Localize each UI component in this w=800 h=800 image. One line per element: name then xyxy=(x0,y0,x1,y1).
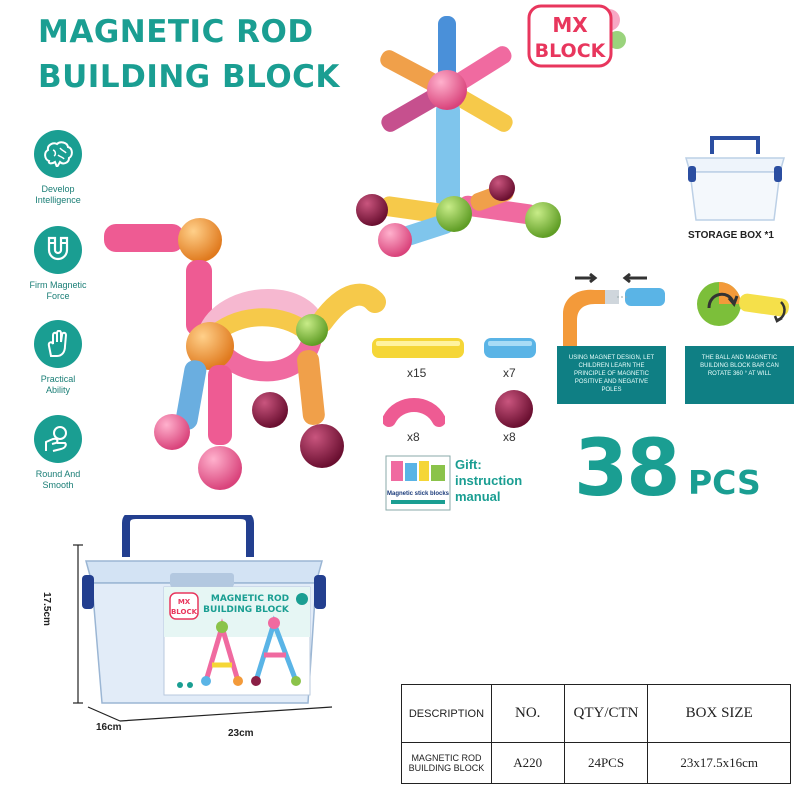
dimension-width: 23cm xyxy=(228,728,254,739)
header-box-size: BOX SIZE xyxy=(647,684,791,743)
blue-rod-qty: x7 xyxy=(503,366,516,380)
table-row: MAGNETIC ROD BUILDING BLOCK A220 24PCS 2… xyxy=(401,742,791,784)
feature-label-2a: Firm Magnetic xyxy=(29,280,87,290)
brand-line2: BLOCK xyxy=(535,40,607,62)
header-qty-ctn: QTY/CTN xyxy=(563,684,649,743)
rotation-illustration xyxy=(697,282,789,326)
rotation-diagram: THE BALL AND MAGNETIC BUILDING BLOCK BAR… xyxy=(685,268,794,404)
feature-label-1a: Develop xyxy=(41,184,75,194)
pink-curved-rod-qty: x8 xyxy=(407,430,420,444)
feature-label-3b: Ability xyxy=(45,385,70,395)
packaged-box-image: MX BLOCK MAGNETIC ROD BUILDING BLOCK xyxy=(73,515,333,722)
cell-qty-ctn: 24PCS xyxy=(563,742,649,784)
touch-hand-icon xyxy=(34,415,82,463)
manual-cover-text: Magnetic stick blocks xyxy=(387,491,450,497)
brand-logo: MX BLOCK xyxy=(527,4,626,68)
purple-ball-image xyxy=(495,390,533,428)
yellow-rod-image xyxy=(372,338,464,358)
rotation-caption: THE BALL AND MAGNETIC BUILDING BLOCK BAR… xyxy=(685,346,794,404)
brain-icon xyxy=(34,130,82,178)
instruction-manual-image: Magnetic stick blocks xyxy=(385,455,451,511)
gift-line1: Gift: xyxy=(455,457,482,472)
cell-description: MAGNETIC ROD BUILDING BLOCK xyxy=(401,742,492,784)
header-description: DESCRIPTION xyxy=(401,684,492,743)
feature-label-4a: Round And xyxy=(35,469,81,479)
storage-box-label: STORAGE BOX *1 xyxy=(688,230,774,241)
spec-table: DESCRIPTION NO. QTY/CTN BOX SIZE MAGNETI… xyxy=(401,684,791,784)
gift-line2: instruction xyxy=(455,473,523,488)
dog-model xyxy=(104,218,386,490)
magnet-poles-diagram: USING MAGNET DESIGN, LET CHILDREN LEARN … xyxy=(557,268,666,404)
header-no: NO. xyxy=(490,684,565,743)
feature-label-2b: Force xyxy=(46,291,70,301)
feature-label-1b: Intelligence xyxy=(35,195,81,205)
dimension-depth: 16cm xyxy=(96,722,122,733)
box-title-line1: MAGNETIC ROD xyxy=(211,594,289,604)
box-brand-line2: BLOCK xyxy=(171,608,198,616)
box-brand-line1: MX xyxy=(178,598,191,606)
spec-table-header: DESCRIPTION NO. QTY/CTN BOX SIZE xyxy=(401,684,791,743)
magnet-poles-caption: USING MAGNET DESIGN, LET CHILDREN LEARN … xyxy=(557,346,666,404)
cell-box-size: 23x17.5x16cm xyxy=(647,742,791,784)
gift-label: Gift: instruction manual xyxy=(455,457,522,505)
magnet-icon xyxy=(34,226,82,274)
feature-label-4b: Smooth xyxy=(42,480,74,490)
brand-line1: MX xyxy=(552,13,588,37)
windmill-model xyxy=(356,16,561,257)
blue-rod-image xyxy=(484,338,536,358)
cell-no: A220 xyxy=(490,742,565,784)
product-title: MAGNETIC ROD BUILDING BLOCK xyxy=(38,14,340,95)
dimension-height: 17.5cm xyxy=(41,592,52,626)
piece-count-unit: PCS xyxy=(688,463,761,502)
purple-ball-qty: x8 xyxy=(503,430,516,444)
gift-line3: manual xyxy=(455,489,501,504)
pink-curved-rod-image xyxy=(383,398,445,427)
feature-label-3a: Practical xyxy=(40,374,76,384)
box-title-line2: BUILDING BLOCK xyxy=(203,605,290,615)
hand-icon xyxy=(34,320,82,368)
magnet-poles-illustration xyxy=(563,272,665,346)
storage-box-image xyxy=(685,136,785,221)
piece-count-number: 38 xyxy=(574,424,681,514)
yellow-rod-qty: x15 xyxy=(407,366,427,380)
